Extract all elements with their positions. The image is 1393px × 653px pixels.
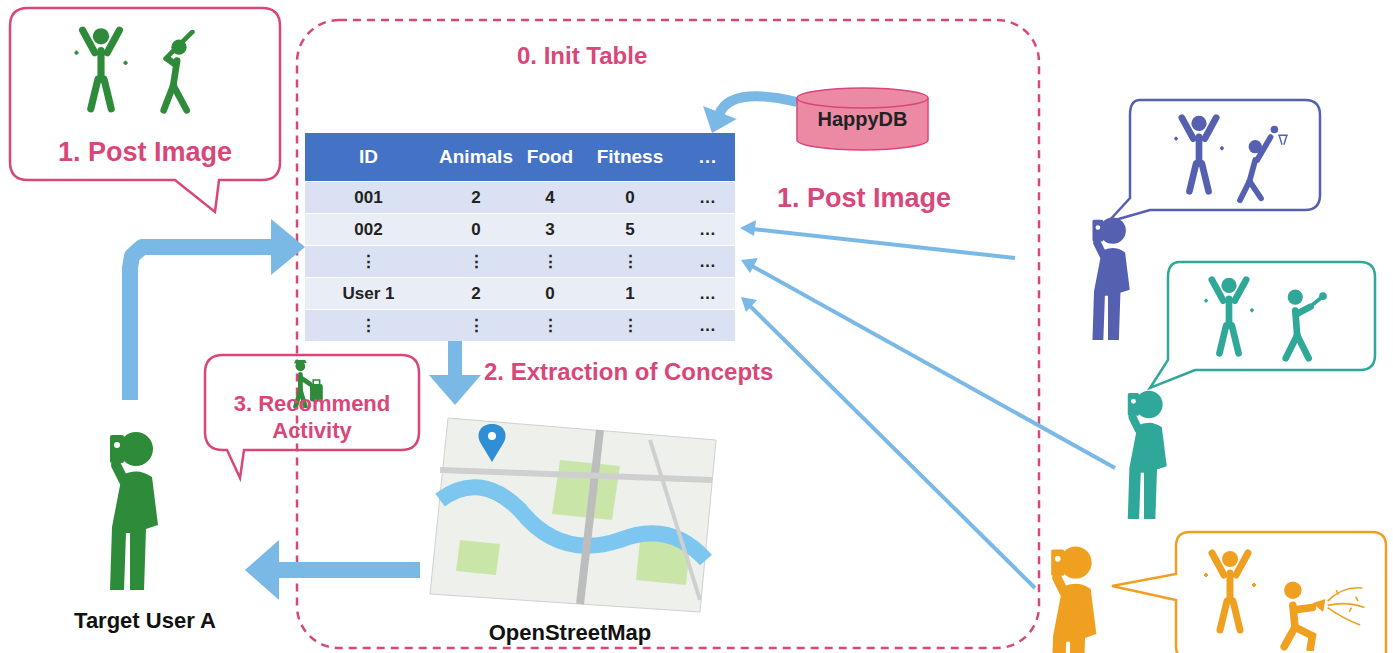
table-cell: ⋮: [432, 245, 520, 277]
database-cylinder: HappyDB: [797, 88, 928, 150]
arrow-line: [277, 562, 420, 578]
table-cell: 001: [305, 181, 432, 213]
arrow-line: [448, 341, 462, 377]
table-header: Fitness: [580, 133, 680, 181]
flow-arrow: [130, 219, 305, 400]
table-cell: 2: [432, 277, 520, 309]
table-cell: 0: [432, 213, 520, 245]
table-cell: ⋮: [520, 245, 580, 277]
table-cell: …: [680, 181, 735, 213]
table-cell: …: [680, 245, 735, 277]
table-header: Food: [520, 133, 580, 181]
node-text: Target User A: [74, 608, 216, 634]
table-cell: 002: [305, 213, 432, 245]
node-text: 1. Post Image: [58, 136, 232, 168]
table-header: …: [680, 133, 735, 181]
table-cell: 3: [520, 213, 580, 245]
table-header: Animals: [432, 133, 520, 181]
table-cell: 5: [580, 213, 680, 245]
arrow-line: [719, 96, 797, 114]
table-cell: 4: [520, 181, 580, 213]
arrow-head: [429, 375, 481, 405]
table-cell: ⋮: [432, 309, 520, 341]
table-cell: User 1: [305, 277, 432, 309]
table-cell: 1: [580, 277, 680, 309]
node-text: HappyDB: [817, 107, 907, 131]
user-figure: Target User A: [45, 400, 245, 640]
table-cell: ⋮: [520, 309, 580, 341]
flow-arrow: [703, 96, 797, 133]
table-cell: ⋮: [580, 309, 680, 341]
table-header: ID: [305, 133, 432, 181]
data-table: IDAnimalsFoodFitness…001240…002035…⋮⋮⋮⋮……: [305, 133, 735, 341]
arrow-head: [271, 219, 305, 275]
step-label: 0. Init Table: [515, 40, 649, 71]
flow-arrow: [245, 540, 420, 600]
node-text: 3. Recommend Activity: [211, 391, 413, 444]
table-cell: 0: [580, 181, 680, 213]
map-node: OpenStreetMap: [420, 405, 720, 650]
node-text: OpenStreetMap: [489, 620, 652, 646]
table-cell: ⋮: [305, 309, 432, 341]
table-cell: 2: [432, 181, 520, 213]
table-cell: 0: [520, 277, 580, 309]
step-label: 2. Extraction of Concepts: [482, 356, 775, 387]
step-label: 1. Post Image: [775, 183, 953, 214]
speech-bubble: 1. Post Image: [10, 8, 280, 180]
speech-bubble: 3. Recommend Activity: [205, 355, 419, 450]
table-cell: …: [680, 277, 735, 309]
flow-arrow: [429, 341, 481, 405]
arrow-line: [130, 247, 273, 400]
table-cell: …: [680, 309, 735, 341]
table-cell: ⋮: [580, 245, 680, 277]
table-cell: …: [680, 213, 735, 245]
table-cell: ⋮: [305, 245, 432, 277]
arrow-head: [245, 540, 279, 600]
